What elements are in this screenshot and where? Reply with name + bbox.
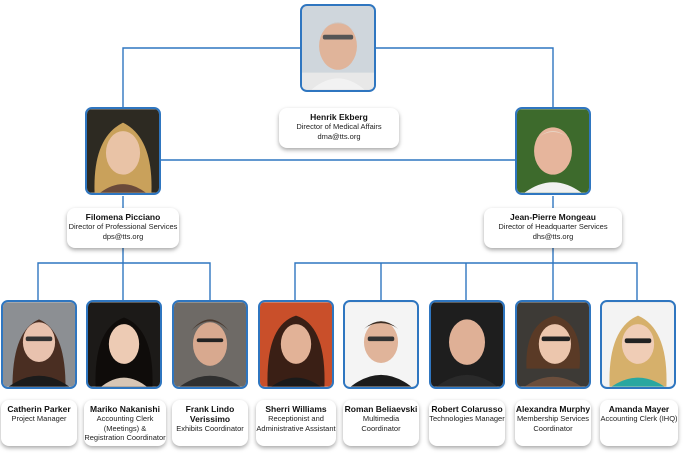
card-staff-sherri-williams: Sherri Williams Receptionist and Adminis…	[256, 400, 336, 446]
person-title: Director of Medical Affairs	[296, 122, 382, 131]
person-portrait-icon	[3, 302, 75, 387]
person-portrait-icon	[302, 6, 374, 90]
person-title: Accounting Clerk (Meetings) & Registrati…	[84, 414, 166, 442]
person-name: Henrik Ekberg	[310, 112, 368, 122]
person-name: Amanda Mayer	[608, 404, 670, 414]
photo-robert-colarusso	[429, 300, 505, 389]
person-portrait-icon	[431, 302, 503, 387]
person-name: Robert Colarusso	[431, 404, 503, 414]
card-staff-catherin-parker: Catherin Parker Project Manager	[1, 400, 77, 446]
card-director-left: Filomena Picciano Director of Profession…	[67, 208, 179, 248]
person-title: Director of Headquarter Services	[498, 222, 608, 231]
person-name: Jean-Pierre Mongeau	[510, 212, 596, 222]
person-name: Sherri Williams	[265, 404, 327, 414]
photo-roman-beliaevski	[343, 300, 419, 389]
person-name: Catherin Parker	[7, 404, 71, 414]
photo-alexandra-murphy	[515, 300, 591, 389]
photo-frank-lindo-verissimo	[172, 300, 248, 389]
person-name: Filomena Picciano	[85, 212, 161, 222]
person-name: Roman Beliaevski	[344, 404, 418, 414]
person-title: Technologies Manager	[429, 414, 505, 423]
person-portrait-icon	[88, 302, 160, 387]
person-portrait-icon	[602, 302, 674, 387]
person-title: Membership Services Coordinator	[516, 414, 590, 433]
person-title: Exhibits Coordinator	[176, 424, 244, 433]
card-staff-robert-colarusso: Robert Colarusso Technologies Manager	[429, 400, 505, 446]
person-email: dps@tts.org	[102, 231, 144, 241]
person-name: Alexandra Murphy	[515, 404, 591, 414]
person-title: Accounting Clerk (IHQ)	[600, 414, 678, 423]
card-top: Henrik Ekberg Director of Medical Affair…	[279, 108, 399, 148]
card-staff-frank-lindo-verissimo: Frank Lindo Verissimo Exhibits Coordinat…	[172, 400, 248, 446]
person-portrait-icon	[517, 109, 589, 193]
photo-mariko-nakanishi	[86, 300, 162, 389]
person-name: Mariko Nakanishi	[90, 404, 160, 414]
person-title: Project Manager	[11, 414, 67, 423]
person-email: dma@tts.org	[317, 131, 361, 141]
photo-sherri-williams	[258, 300, 334, 389]
person-portrait-icon	[260, 302, 332, 387]
card-director-right: Jean-Pierre Mongeau Director of Headquar…	[484, 208, 622, 248]
person-portrait-icon	[517, 302, 589, 387]
person-email: dhs@tts.org	[532, 231, 574, 241]
person-title: Multimedia Coordinator	[361, 414, 401, 433]
person-name: Frank Lindo Verissimo	[185, 404, 235, 424]
person-portrait-icon	[345, 302, 417, 387]
photo-catherin-parker	[1, 300, 77, 389]
person-title: Receptionist and Administrative Assistan…	[256, 414, 336, 433]
photo-amanda-mayer	[600, 300, 676, 389]
photo-henrik-ekberg	[300, 4, 376, 92]
connector-left-bus	[37, 262, 211, 300]
person-portrait-icon	[174, 302, 246, 387]
card-staff-amanda-mayer: Amanda Mayer Accounting Clerk (IHQ)	[600, 400, 678, 446]
photo-jean-pierre-mongeau	[515, 107, 591, 195]
person-portrait-icon	[87, 109, 159, 193]
photo-filomena-picciano	[85, 107, 161, 195]
person-title: Director of Professional Services	[68, 222, 178, 231]
card-staff-alexandra-murphy: Alexandra Murphy Membership Services Coo…	[515, 400, 591, 446]
card-staff-roman-beliaevski: Roman Beliaevski Multimedia Coordinator	[343, 400, 419, 446]
card-staff-mariko-nakanishi: Mariko Nakanishi Accounting Clerk (Meeti…	[84, 400, 166, 446]
